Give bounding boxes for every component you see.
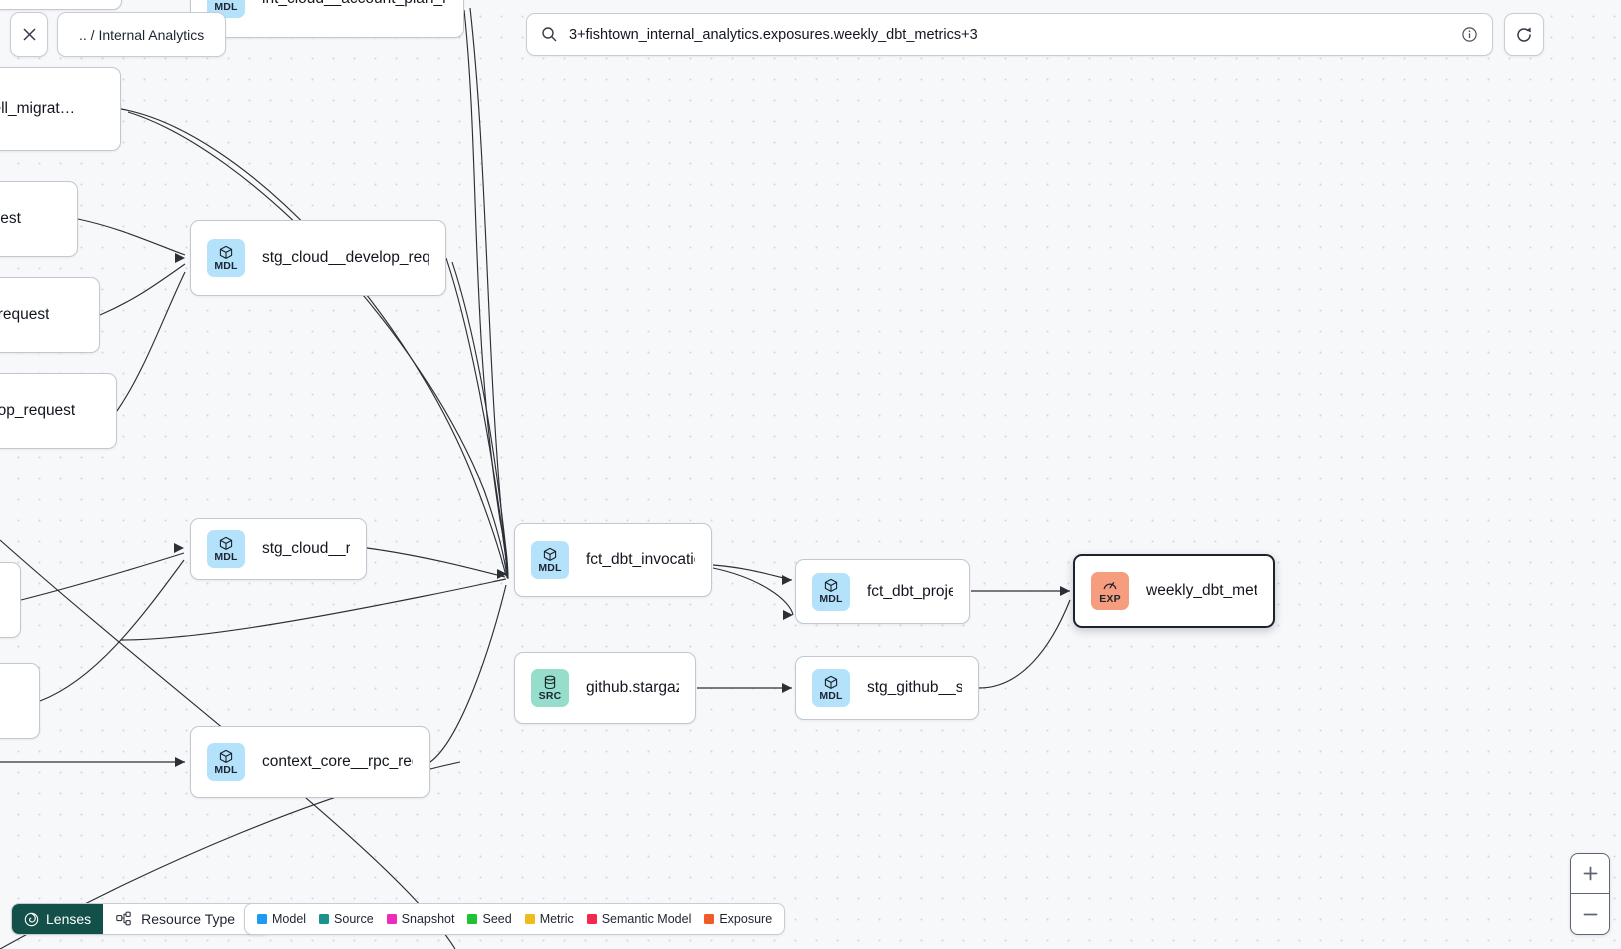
legend-swatch — [704, 914, 715, 924]
node-type-badge: MDL — [207, 743, 245, 781]
resource-type-label: Resource Type — [141, 911, 236, 927]
node-type-label: MDL — [214, 0, 238, 13]
breadcrumb-label: .. / Internal Analytics — [79, 26, 205, 43]
search-query-text[interactable]: 3+fishtown_internal_analytics.exposures.… — [569, 26, 978, 43]
node-label: stg_cloud__develop_requests — [262, 249, 429, 266]
graph-node[interactable]: MDL_run — [0, 663, 40, 739]
node-type-label: MDL — [819, 593, 843, 606]
legend-item[interactable]: Model — [257, 912, 306, 926]
node-type-badge: SRC — [531, 669, 569, 707]
legend-item[interactable]: Snapshot — [386, 912, 455, 926]
cube-icon — [219, 245, 233, 259]
graph-node[interactable]: EXP weekly_dbt_metrics — [1073, 554, 1275, 628]
node-type-label: MDL — [538, 561, 562, 574]
node-type-badge: EXP — [1091, 572, 1129, 610]
node-type-badge: MDL — [812, 669, 850, 707]
node-type-badge: MDL — [531, 541, 569, 579]
graph-node[interactable]: MDLvelop_request — [0, 277, 100, 353]
refresh-button[interactable] — [1504, 13, 1544, 56]
cube-icon — [824, 579, 838, 593]
resource-type-legend: Model Source Snapshot Seed Metric Semantic Mo… — [244, 903, 786, 935]
zoom-controls — [1570, 853, 1610, 935]
close-button[interactable] — [10, 12, 48, 57]
resource-type-icon — [116, 911, 131, 926]
plus-icon — [1583, 866, 1597, 881]
legend-label: Semantic Model — [601, 912, 692, 926]
legend-swatch — [386, 914, 397, 924]
cube-icon — [219, 536, 233, 550]
legend-item[interactable]: Source — [319, 912, 374, 926]
legend-label: Snapshot — [401, 912, 455, 926]
node-label: velop_request — [0, 306, 50, 323]
legend-label: Source — [334, 912, 374, 926]
graph-node[interactable]: MDLsnapshot_daily — [0, 0, 122, 10]
node-label: github.stargazers — [586, 679, 679, 696]
gauge-icon — [1103, 581, 1117, 589]
node-label: stg_cloud__runs — [262, 540, 350, 557]
node-label: _develop_request — [0, 402, 76, 419]
cube-icon — [219, 749, 233, 763]
search-bar[interactable]: 3+fishtown_internal_analytics.exposures.… — [526, 13, 1493, 56]
cube-icon — [824, 675, 838, 689]
legend-label: Model — [272, 912, 307, 926]
cube-icon — [543, 547, 557, 561]
node-label: context_core__rpc_request — [262, 753, 413, 770]
node-type-label: MDL — [214, 259, 238, 272]
legend-item[interactable]: Exposure — [704, 912, 772, 926]
legend-label: Exposure — [719, 912, 773, 926]
node-type-label: EXP — [1099, 592, 1121, 605]
node-label: fct_dbt_invocations — [586, 551, 695, 568]
node-type-label: MDL — [819, 689, 843, 702]
node-type-badge: MDL — [812, 572, 850, 611]
node-type-label: SRC — [538, 689, 562, 702]
bottom-toolbar: Lenses Resource Type — [11, 903, 271, 935]
minus-icon — [1583, 913, 1597, 915]
info-icon[interactable] — [1461, 26, 1478, 43]
legend-swatch — [586, 914, 597, 924]
refresh-icon — [1517, 26, 1531, 42]
lenses-label: Lenses — [46, 911, 92, 927]
node-label: int_cloud__account_plan_history — [262, 0, 447, 8]
graph-node[interactable]: MDL fct_dbt_invocations — [514, 523, 712, 597]
legend-label: Metric — [539, 912, 574, 926]
node-label: fct_dbt_projects — [867, 582, 953, 600]
node-type-badge: MDL — [207, 530, 245, 568]
legend-swatch — [319, 914, 330, 924]
node-type-label: MDL — [214, 550, 238, 563]
legend-item[interactable]: Metric — [524, 912, 574, 926]
graph-node[interactable]: MDL stg_github__stars — [795, 656, 979, 720]
zoom-in-button[interactable] — [1571, 854, 1609, 894]
graph-node[interactable]: MDLn — [0, 562, 21, 638]
graph-node[interactable]: MDLp_request — [0, 181, 78, 257]
node-label: multicell_migrat… — [0, 100, 76, 117]
breadcrumb[interactable]: .. / Internal Analytics — [57, 12, 227, 57]
graph-node[interactable]: MDLmulticell_migrat… — [0, 67, 121, 151]
node-label: stg_github__stars — [867, 679, 962, 696]
legend-item[interactable]: Semantic Model — [586, 912, 692, 926]
close-icon — [22, 28, 36, 41]
graph-node[interactable]: MDL stg_cloud__runs — [190, 518, 367, 580]
graph-node[interactable]: MDL int_cloud__account_plan_history — [190, 0, 464, 38]
graph-node[interactable]: MDL fct_dbt_projects — [795, 559, 970, 624]
lens-spiral-icon — [24, 912, 39, 926]
lenses-button[interactable]: Lenses — [12, 904, 104, 934]
graph-node[interactable]: SRC github.stargazers — [514, 652, 696, 724]
legend-swatch — [467, 914, 478, 924]
node-label: p_request — [0, 210, 21, 227]
node-type-label: MDL — [214, 763, 238, 776]
graph-node[interactable]: MDL_develop_request — [0, 373, 117, 449]
search-icon — [542, 27, 557, 42]
database-icon — [544, 675, 556, 689]
legend-item[interactable]: Seed — [467, 912, 512, 926]
node-label: weekly_dbt_metrics — [1146, 582, 1257, 599]
graph-node[interactable]: MDL stg_cloud__develop_requests — [190, 220, 446, 296]
node-type-badge: MDL — [207, 239, 245, 277]
legend-swatch — [257, 914, 267, 924]
resource-type-dropdown[interactable]: Resource Type — [103, 904, 269, 934]
zoom-out-button[interactable] — [1571, 894, 1609, 934]
legend-label: Seed — [482, 912, 512, 926]
graph-node[interactable]: MDL context_core__rpc_request — [190, 726, 430, 798]
legend-swatch — [524, 914, 535, 924]
